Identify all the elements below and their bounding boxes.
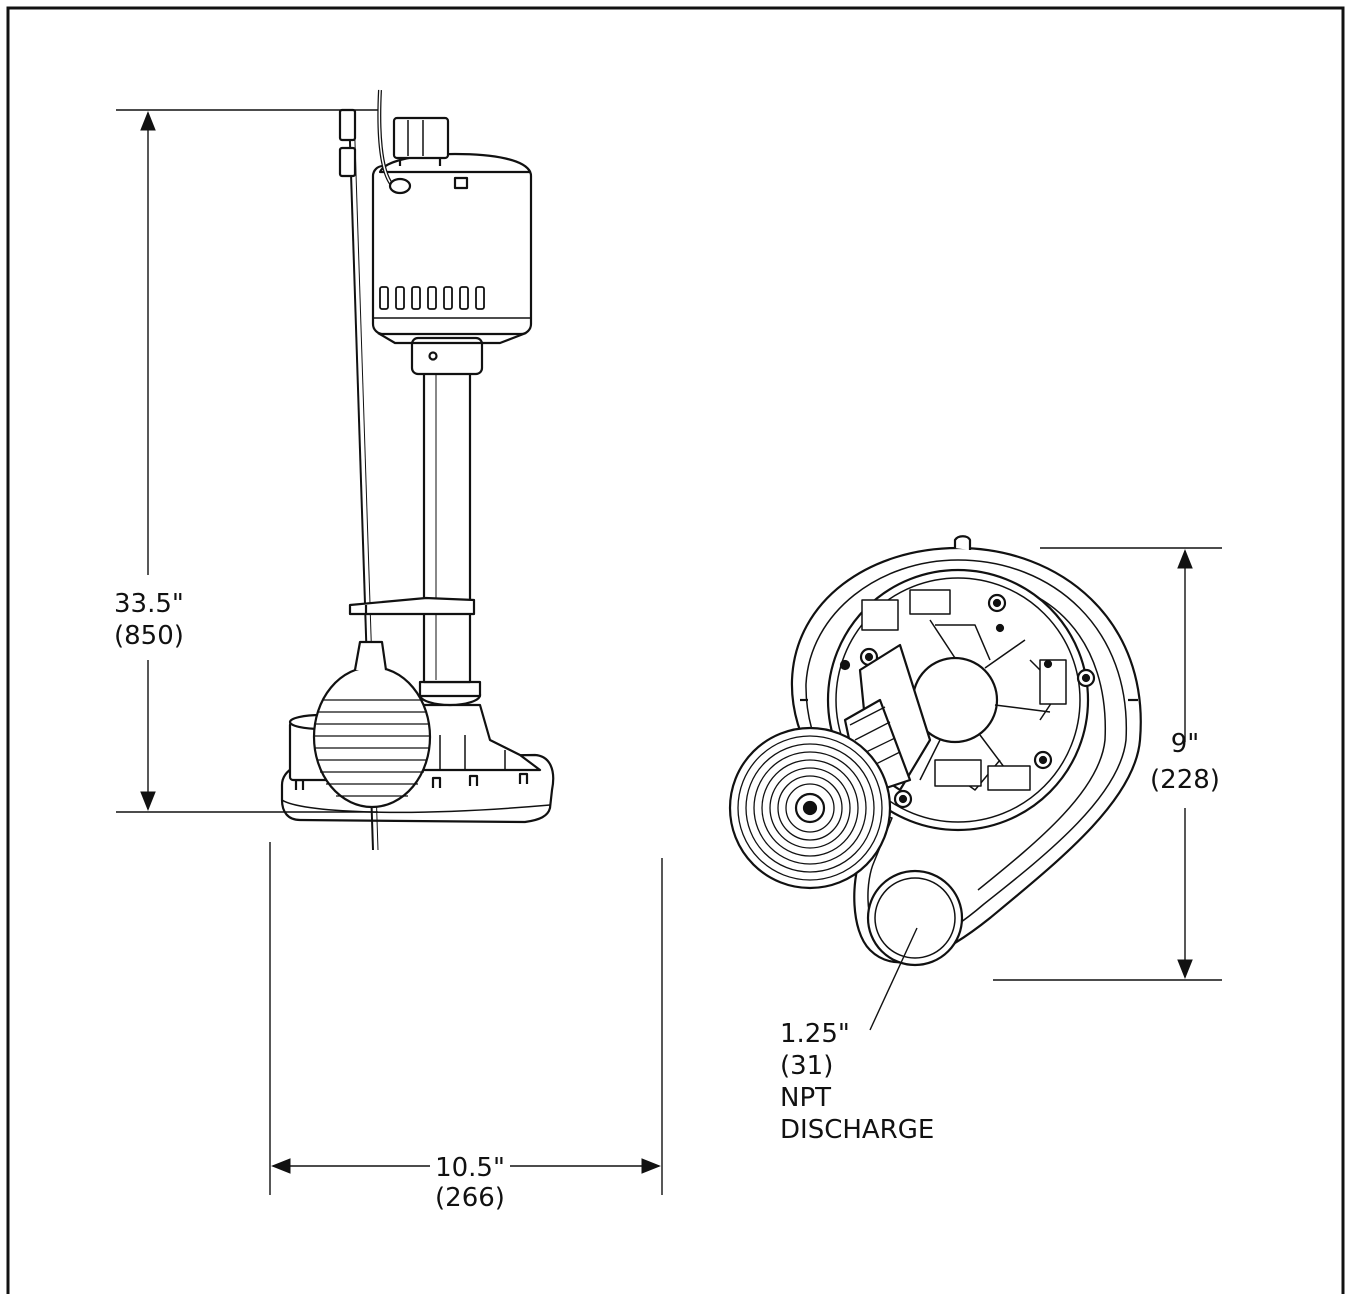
depth-imperial-label: 9" bbox=[1171, 729, 1200, 759]
rod-clamp bbox=[348, 596, 476, 616]
discharge-word-label: DISCHARGE bbox=[780, 1115, 934, 1145]
pump-bottom-view bbox=[728, 535, 1142, 967]
motor-coupling bbox=[410, 336, 484, 376]
discharge-size-label: 1.25" bbox=[780, 1019, 850, 1049]
width-metric-label: (266) bbox=[435, 1183, 505, 1213]
pump-side-view bbox=[280, 89, 555, 851]
height-metric-label: (850) bbox=[114, 621, 184, 651]
discharge-port bbox=[866, 869, 964, 967]
discharge-metric-label: (31) bbox=[780, 1051, 833, 1081]
height-imperial-label: 33.5" bbox=[114, 589, 184, 619]
switch-housing bbox=[392, 116, 450, 160]
depth-metric-label: (228) bbox=[1150, 765, 1220, 795]
discharge-type-label: NPT bbox=[780, 1083, 831, 1113]
pump-column bbox=[422, 368, 472, 684]
width-imperial-label: 10.5" bbox=[435, 1153, 505, 1183]
float-ball bbox=[312, 665, 432, 809]
dimension-lines bbox=[116, 109, 1222, 1195]
motor-vents bbox=[379, 286, 485, 310]
drawing-border bbox=[6, 6, 1345, 1294]
